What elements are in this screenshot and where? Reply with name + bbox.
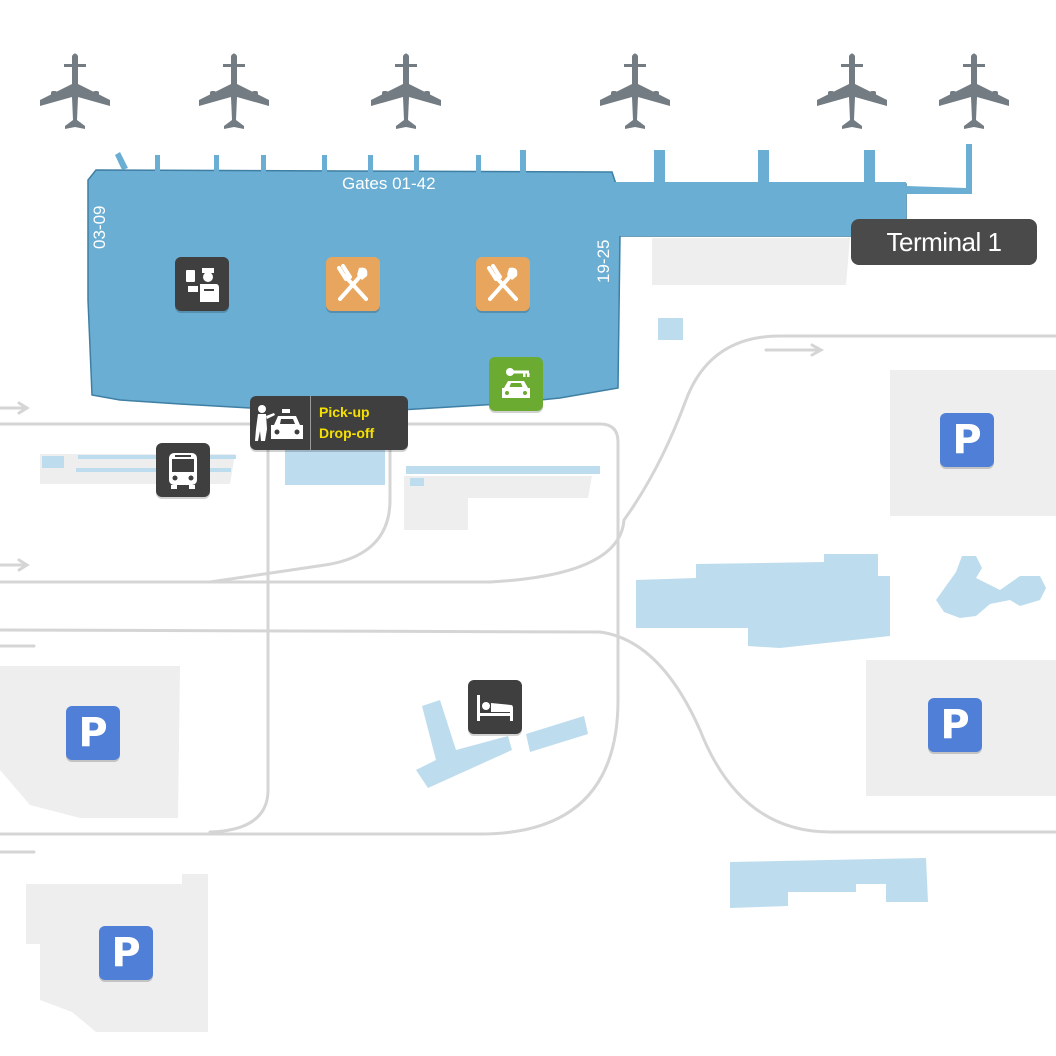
- jet-bridge: [758, 150, 769, 186]
- airplane-icon: [939, 53, 1009, 129]
- water-area: [406, 466, 600, 474]
- jet-bridge: [155, 155, 160, 173]
- road: [0, 628, 1056, 834]
- airplane-icon: [817, 53, 887, 129]
- water-area: [42, 456, 64, 468]
- restaurant-poi[interactable]: [326, 257, 380, 311]
- passport-control-icon: [186, 268, 219, 302]
- water-area: [285, 448, 385, 485]
- parking-icon: P: [78, 710, 108, 756]
- parking-poi[interactable]: P: [99, 926, 153, 980]
- pickup-label: Pick-up: [319, 404, 370, 420]
- terminal-label[interactable]: Terminal 1: [851, 219, 1037, 265]
- road: [0, 422, 620, 836]
- water-area: [730, 858, 928, 908]
- roads: [0, 334, 1056, 854]
- pickup-dropoff-poi[interactable]: Pick-up Drop-off: [250, 396, 408, 450]
- jet-bridge: [261, 155, 266, 173]
- water-areas: [42, 318, 1046, 908]
- parking-poi[interactable]: P: [66, 706, 120, 760]
- jet-bridges: [115, 150, 875, 186]
- car-rental-poi[interactable]: [489, 357, 543, 411]
- pickup-dropoff-text: Pick-up Drop-off: [311, 402, 374, 444]
- gates-left-label: 03-09: [90, 205, 109, 249]
- bus-icon: [169, 453, 197, 489]
- hotel-icon: [477, 695, 513, 721]
- airplane-icon: [40, 53, 110, 129]
- arrow-icon: [0, 558, 30, 572]
- airplane-icon: [600, 53, 670, 129]
- traffic-arrows: [0, 343, 825, 572]
- ground-area: [404, 476, 592, 530]
- water-area: [410, 478, 424, 486]
- jet-bridge: [368, 155, 373, 173]
- passport-control-poi[interactable]: [175, 257, 229, 311]
- parking-poi[interactable]: P: [928, 698, 982, 752]
- water-area: [658, 318, 683, 340]
- dropoff-label: Drop-off: [319, 425, 375, 441]
- road: [208, 424, 270, 834]
- car-rental-icon: [502, 368, 530, 398]
- restaurant-icon: [337, 264, 368, 301]
- jet-bridge: [322, 155, 327, 173]
- water-area: [526, 716, 588, 752]
- airplane-icon: [199, 53, 269, 129]
- bus-poi[interactable]: [156, 443, 210, 497]
- jet-bridge: [414, 155, 419, 173]
- water-area: [636, 554, 890, 648]
- parking-icon: P: [952, 417, 982, 463]
- jet-bridge: [654, 150, 665, 186]
- jet-bridge: [214, 155, 219, 173]
- gates-main-label: Gates 01-42: [342, 174, 436, 193]
- road: [622, 334, 1056, 522]
- restaurant-poi[interactable]: [476, 257, 530, 311]
- restaurant-icon: [487, 264, 518, 301]
- water-area: [936, 556, 1046, 618]
- parking-icon: P: [111, 930, 141, 976]
- road: [0, 518, 626, 584]
- terminal-pier: [906, 144, 972, 194]
- water-area: [76, 468, 231, 472]
- gates-right-label: 19-25: [594, 239, 613, 283]
- road: [208, 424, 392, 584]
- parking-icon: P: [940, 702, 970, 748]
- jet-bridge: [864, 150, 875, 186]
- arrow-icon: [0, 401, 30, 415]
- arrow-icon: [764, 343, 825, 357]
- hotel-poi[interactable]: [468, 680, 522, 734]
- jet-bridge: [476, 155, 481, 173]
- jet-bridge: [115, 152, 128, 170]
- airplane-icon: [371, 53, 441, 129]
- water-area: [416, 700, 512, 788]
- parking-poi[interactable]: P: [940, 413, 994, 467]
- jet-bridge: [520, 150, 526, 173]
- taxi-icon: [250, 396, 311, 450]
- ground-area: [652, 238, 850, 285]
